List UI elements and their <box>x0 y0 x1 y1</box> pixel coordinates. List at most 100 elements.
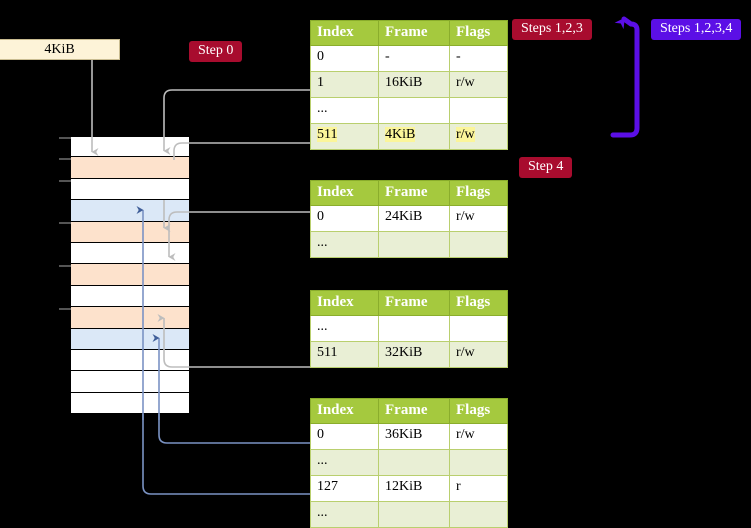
table-cell-frame: 24KiB <box>378 205 450 232</box>
step-0-label: Step 0 <box>198 43 234 58</box>
table-cell-flags: r/w <box>449 123 508 150</box>
table-cell-index: 511 <box>310 341 379 368</box>
memory-tick <box>59 222 71 224</box>
cell-text: 1 <box>317 75 324 90</box>
column-header-index: Index <box>310 180 379 206</box>
step-4-label: Step 4 <box>528 159 564 174</box>
table-cell-index: ... <box>310 449 379 476</box>
memory-frame-row <box>70 307 190 329</box>
table-cell-flags <box>449 449 508 476</box>
cell-text: 0 <box>317 49 324 64</box>
column-header-flags: Flags <box>449 20 508 46</box>
table-row[interactable]: ... <box>310 97 508 124</box>
memory-frame-row <box>70 243 190 265</box>
steps-123-badge: Steps 1,2,3 <box>512 19 592 41</box>
table-cell-flags: r/w <box>449 71 508 98</box>
cell-text: 0 <box>317 209 324 224</box>
table-cell-frame: 4KiB <box>378 123 450 150</box>
table-cell-index: 511 <box>310 123 379 150</box>
table-cell-flags: - <box>449 45 508 72</box>
column-header-frame: Frame <box>378 290 450 316</box>
table-cell-frame: - <box>378 45 450 72</box>
step-0-badge: Step 0 <box>189 41 243 63</box>
cell-text: 32KiB <box>385 345 423 360</box>
table-row[interactable]: ... <box>310 231 508 258</box>
cell-text: 511 <box>317 345 338 360</box>
table-cell-index: 0 <box>310 205 379 232</box>
memory-frame-row <box>70 221 190 243</box>
memory-frame-row <box>70 371 190 393</box>
cell-text: ... <box>317 101 328 116</box>
memory-tick <box>59 308 71 310</box>
memory-size-text: 4KiB <box>44 41 75 57</box>
cell-text: - <box>456 49 461 64</box>
table-cell-flags <box>449 97 508 124</box>
table-cell-index: ... <box>310 97 379 124</box>
memory-tick <box>59 265 71 267</box>
table-cell-flags: r/w <box>449 341 508 368</box>
physical-memory-stack <box>70 136 190 415</box>
cell-text: 511 <box>317 127 338 142</box>
table-row[interactable]: ... <box>310 315 508 342</box>
memory-tick <box>59 158 71 160</box>
cell-text: r <box>456 479 461 494</box>
memory-frame-row <box>70 136 190 158</box>
column-header-flags: Flags <box>449 290 508 316</box>
steps-123-label: Steps 1,2,3 <box>521 21 583 36</box>
column-header-frame: Frame <box>378 398 450 424</box>
table-row[interactable]: ... <box>310 449 508 476</box>
memory-tick <box>59 137 71 139</box>
table-cell-flags <box>449 315 508 342</box>
step-4-badge: Step 4 <box>519 157 573 179</box>
memory-tick <box>59 180 71 182</box>
cell-text: 0 <box>317 427 324 442</box>
memory-frame-row <box>70 264 190 286</box>
column-header-index: Index <box>310 20 379 46</box>
memory-frame-row <box>70 200 190 222</box>
table-cell-frame: 16KiB <box>378 71 450 98</box>
table-cell-frame <box>378 449 450 476</box>
steps-1234-label: Steps 1,2,3,4 <box>660 21 733 36</box>
cell-text: 16KiB <box>385 75 423 90</box>
memory-frame-row <box>70 178 190 201</box>
memory-frame-row <box>70 285 190 308</box>
cell-text: 36KiB <box>385 427 423 442</box>
table-cell-frame <box>378 501 450 528</box>
table-cell-index: ... <box>310 231 379 258</box>
table-row[interactable]: 0 - - <box>310 45 508 72</box>
cell-text: r/w <box>456 209 475 224</box>
cell-text: - <box>385 49 390 64</box>
table-cell-flags: r/w <box>449 423 508 450</box>
table-row[interactable]: 511 32KiB r/w <box>310 341 508 368</box>
cell-text: r/w <box>456 127 475 142</box>
column-header-index: Index <box>310 398 379 424</box>
cell-text: ... <box>317 319 328 334</box>
table-cell-frame <box>378 97 450 124</box>
table-cell-flags <box>449 231 508 258</box>
table-row[interactable]: 511 4KiB r/w <box>310 123 508 150</box>
table-row[interactable]: 0 24KiB r/w <box>310 205 508 232</box>
table-cell-frame: 36KiB <box>378 423 450 450</box>
cell-text: r/w <box>456 345 475 360</box>
cell-text: ... <box>317 505 328 520</box>
table-row[interactable]: ... <box>310 501 508 528</box>
column-header-flags: Flags <box>449 180 508 206</box>
memory-size-label: 4KiB <box>0 39 120 60</box>
table-cell-frame: 12KiB <box>378 475 450 502</box>
table-cell-frame: 32KiB <box>378 341 450 368</box>
table-cell-frame <box>378 231 450 258</box>
steps-1234-badge: Steps 1,2,3,4 <box>651 19 742 41</box>
table-cell-index: 1 <box>310 71 379 98</box>
table-row[interactable]: 0 36KiB r/w <box>310 423 508 450</box>
memory-frame-row <box>70 350 190 372</box>
table-cell-flags: r/w <box>449 205 508 232</box>
memory-frame-row <box>70 157 190 179</box>
cell-text: ... <box>317 235 328 250</box>
table-row[interactable]: 1 16KiB r/w <box>310 71 508 98</box>
